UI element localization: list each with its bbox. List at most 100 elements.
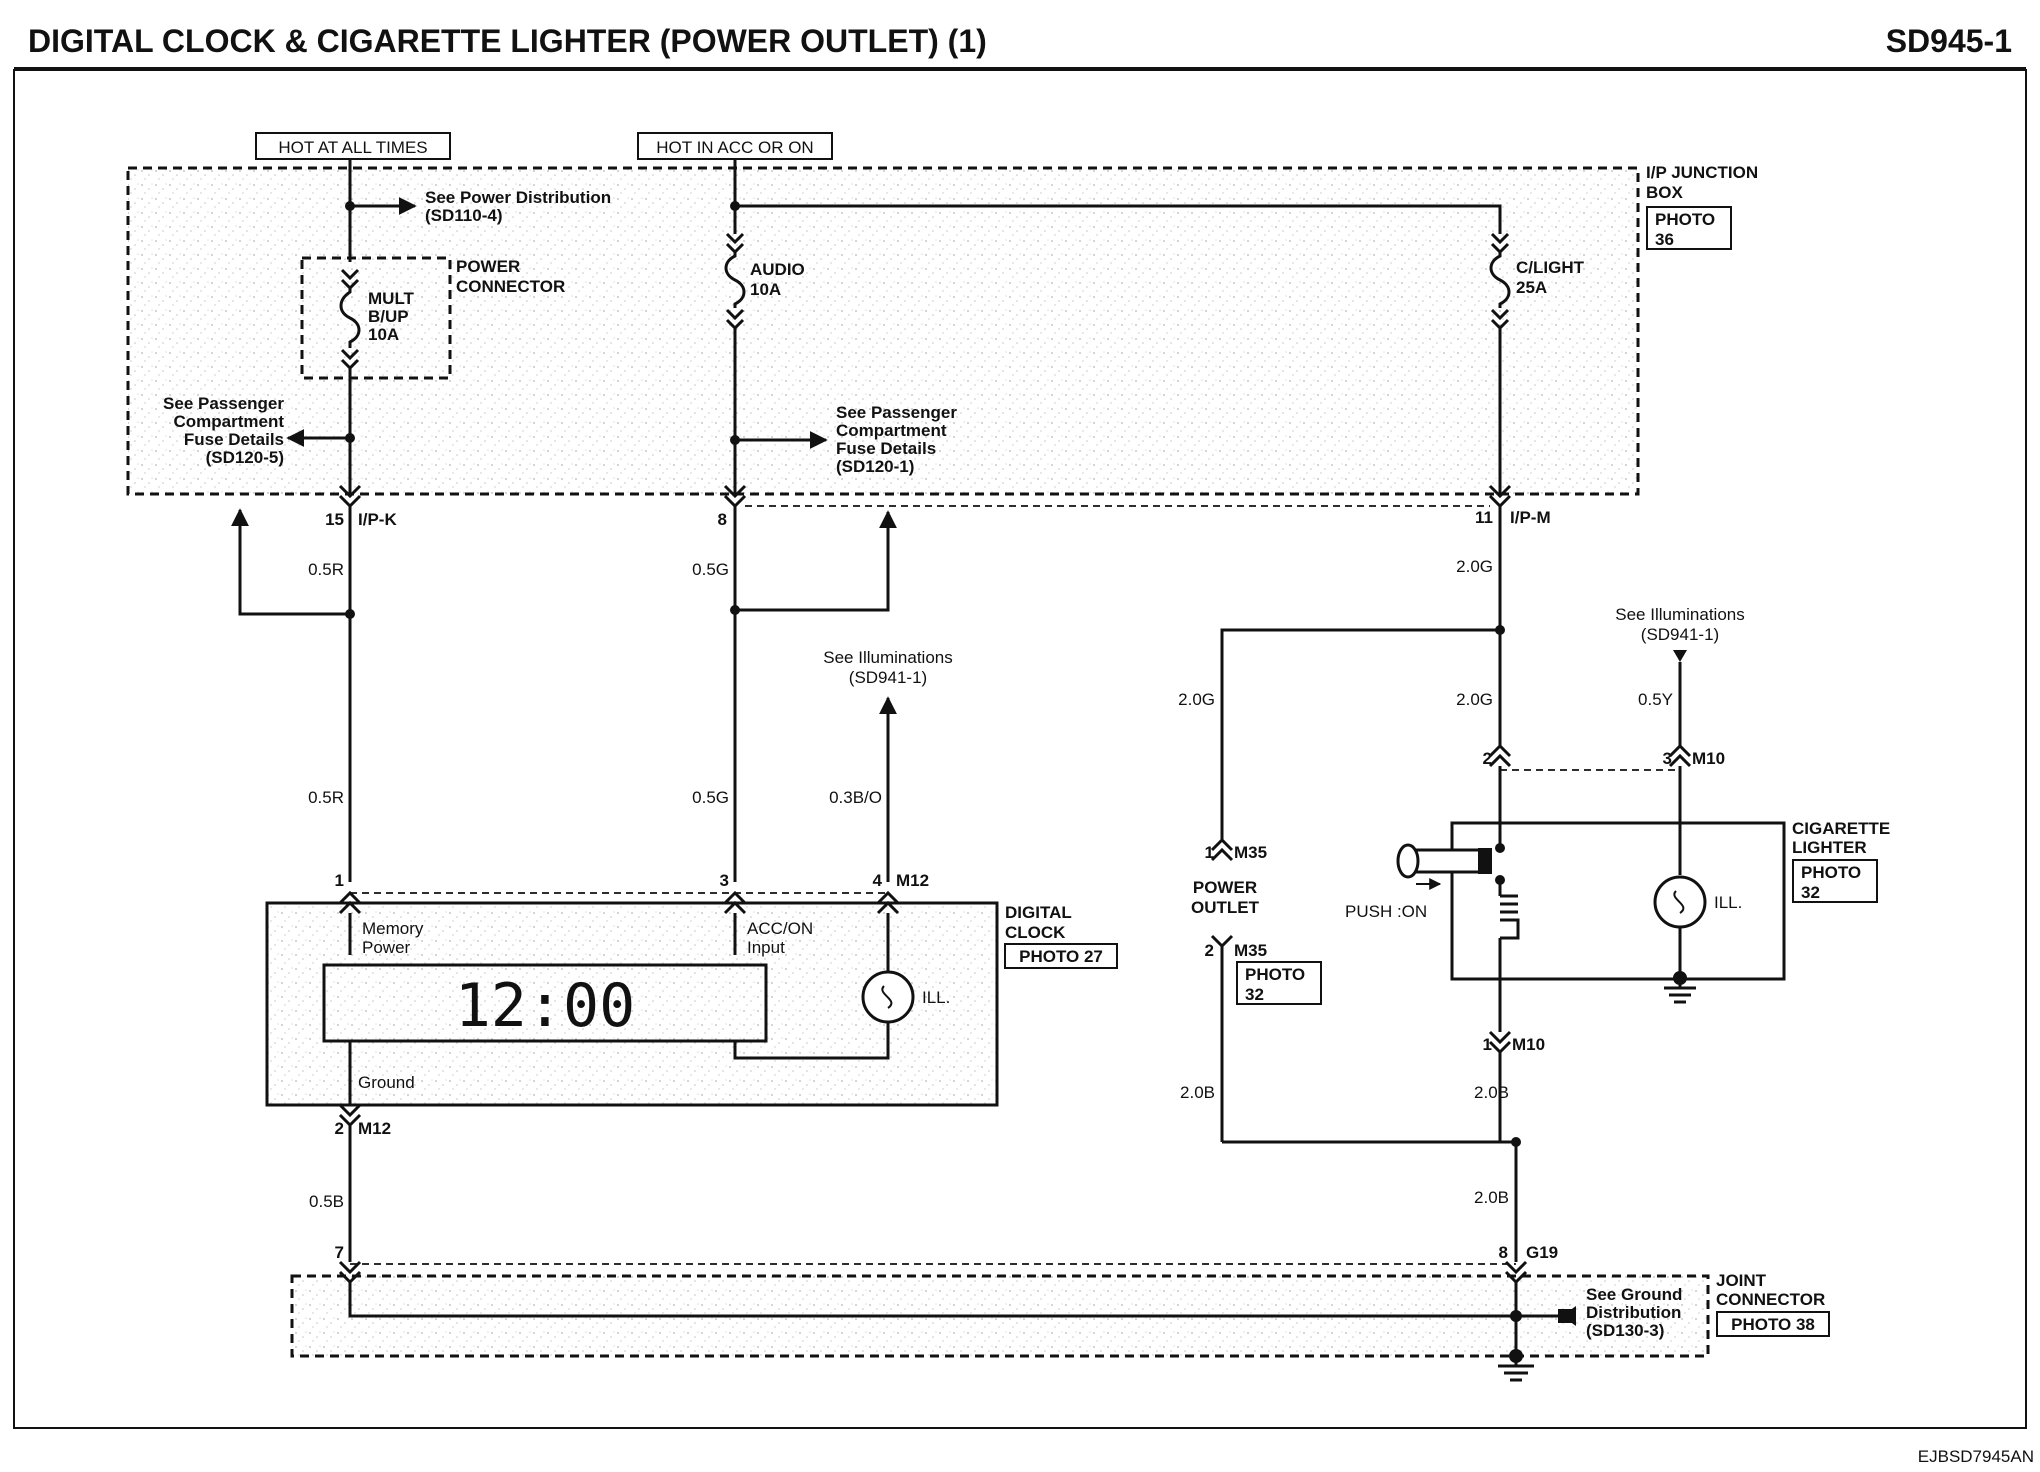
hot-all-times-label: HOT AT ALL TIMES [278, 138, 427, 157]
fuse-audio-rating: 10A [750, 280, 781, 299]
junction-box-photo: PHOTO [1655, 210, 1715, 229]
cigarette-lighter-name-2: LIGHTER [1792, 838, 1867, 857]
junction-box-photo-num: 36 [1655, 230, 1674, 249]
ground-dist-arrow-icon [1558, 1306, 1576, 1326]
fuse-audio-label: AUDIO [750, 260, 805, 279]
connector-m35-top-icon [1210, 837, 1234, 862]
clock-acc-input-label: ACC/ON [747, 919, 813, 938]
clock-display-shading [324, 965, 766, 1041]
cigarette-lighter-body [1450, 821, 1786, 981]
illum-lighter-ref: See Illuminations [1615, 605, 1744, 624]
connector-g19-label: G19 [1526, 1243, 1558, 1262]
lighter-plug-icon [1408, 848, 1482, 874]
digital-clock-photo-box [1004, 943, 1118, 969]
cigarette-lighter-photo-box [1792, 859, 1878, 903]
connector-ipk-label: I/P-K [358, 510, 397, 529]
power-outlet-photo: PHOTO [1245, 965, 1305, 984]
power-outlet-photo-num: 32 [1245, 985, 1264, 1004]
wire-20b-lighter: 2.0B [1474, 1083, 1509, 1102]
circuit-clock-illumination: See Illuminations (SD941-1) 0.3B/O [823, 648, 953, 882]
junction-box-label: I/P JUNCTION [1646, 163, 1758, 182]
power-outlet: 1 M35 POWER OUTLET 2 M35 PHOTO 32 2.0B [1180, 837, 1516, 1144]
cigarette-lighter: PUSH :ON ILL. CIGARETTE LIGHTER PHOTO 32 [1345, 819, 1890, 1004]
footer-ref: EJBSD7945AN [1918, 1447, 2034, 1466]
power-dist-ref: See Power Distribution [425, 188, 611, 207]
power-outlet-name-2: OUTLET [1191, 898, 1260, 917]
diagram-code: SD945-1 [1886, 23, 2012, 59]
digital-clock-photo: PHOTO 27 [1019, 947, 1103, 966]
lighter-ground-icon [1664, 978, 1696, 1004]
digital-clock-name-2: CLOCK [1005, 923, 1066, 942]
connector-m12-pin4: 4 [873, 871, 883, 890]
fuse-mult-rating: 10A [368, 325, 399, 344]
pass-fuse-right-ref-4: (SD120-1) [836, 457, 914, 476]
ground-dist-ref: See Ground [1586, 1285, 1682, 1304]
header: DIGITAL CLOCK & CIGARETTE LIGHTER (POWER… [14, 23, 2026, 71]
joint-connector-photo-box [1716, 1311, 1830, 1337]
wire-05r-upper: 0.5R [308, 560, 344, 579]
clock-memory-power-label-2: Power [362, 938, 411, 957]
junction-box-shading [128, 168, 1638, 494]
wire-20g-lighter: 2.0G [1456, 690, 1493, 709]
circuit-cigar-lighter: C/LIGHT 25A 11 I/P-M 2.0G 2.0G 2.0G See … [1178, 232, 1745, 875]
illum-lighter-ref-2: (SD941-1) [1641, 625, 1719, 644]
junction-box-label-2: BOX [1646, 183, 1684, 202]
fuse-mult-label-2: B/UP [368, 307, 409, 326]
pass-fuse-left-ref: See Passenger [163, 394, 284, 413]
pass-fuse-right-ref: See Passenger [836, 403, 957, 422]
joint-connector-name: JOINT [1716, 1271, 1767, 1290]
connector-m12-pin3-icon [723, 890, 747, 915]
connector-m10-pin2-icon [1488, 743, 1512, 768]
connector-m35-bottom-icon [1210, 934, 1234, 949]
wire-20b-outlet: 2.0B [1180, 1083, 1215, 1102]
hot-acc-on-label: HOT IN ACC OR ON [656, 138, 813, 157]
clock-ground-label: Ground [358, 1073, 415, 1092]
connector-m10-bottom-label: M10 [1512, 1035, 1545, 1054]
clock-acc-input-label-2: Input [747, 938, 785, 957]
lighter-heater-icon [1500, 894, 1520, 940]
connector-m12-pin2: 2 [335, 1119, 344, 1138]
connector-ipm-pin: 11 [1475, 508, 1493, 527]
pass-fuse-left-ref-3: Fuse Details [184, 430, 284, 449]
lighter-push-on-label: PUSH :ON [1345, 902, 1427, 921]
fuse-clight-label: C/LIGHT [1516, 258, 1585, 277]
connector-m12-bottom-label: M12 [358, 1119, 391, 1138]
connector-m35-top-label: M35 [1234, 843, 1267, 862]
clock-display-readout: 12:00 [455, 971, 636, 1041]
connector-m12-icon [338, 890, 362, 915]
connector-ipm-label: I/P-M [1510, 508, 1551, 527]
power-dist-ref-2: (SD110-4) [425, 206, 502, 225]
digital-clock-name: DIGITAL [1005, 903, 1072, 922]
pass-fuse-right-ref-2: Compartment [836, 421, 947, 440]
fuse-audio-icon [724, 232, 746, 331]
connector-m12-pin1: 1 [335, 871, 344, 890]
connector-m35-pin1: 1 [1205, 843, 1214, 862]
power-outlet-photo-box [1236, 961, 1322, 1005]
illum-clock-ref: See Illuminations [823, 648, 952, 667]
pass-fuse-right-ref-3: Fuse Details [836, 439, 936, 458]
chassis-ground-icon [1498, 1356, 1534, 1382]
wire-20g-upper: 2.0G [1456, 557, 1493, 576]
circuit-clock-ground: 2 M12 0.5B [309, 1103, 391, 1262]
connector-m12-label: M12 [896, 871, 929, 890]
connector-ipj-pin: 8 [718, 510, 727, 529]
connector-m10-pin3-icon [1668, 743, 1692, 768]
connector-m10-bottom-icon [1488, 1030, 1512, 1055]
junction-box-photo-box [1646, 206, 1732, 250]
wire-03bo: 0.3B/O [829, 788, 882, 807]
joint-connector-photo: PHOTO 38 [1731, 1315, 1815, 1334]
joint-connector-name-2: CONNECTOR [1716, 1290, 1825, 1309]
cigarette-lighter-name: CIGARETTE [1792, 819, 1890, 838]
illum-clock-ref-2: (SD941-1) [849, 668, 927, 687]
joint-connector-outline [290, 1274, 1710, 1358]
clock-display [322, 963, 768, 1043]
connector-m35-pin2: 2 [1205, 941, 1214, 960]
pass-fuse-left-ref-2: Compartment [173, 412, 284, 431]
splice-dot [1495, 843, 1505, 853]
power-connector-label-2: CONNECTOR [456, 277, 565, 296]
fuse-clight-rating: 25A [1516, 278, 1547, 297]
wire-05r-lower: 0.5R [308, 788, 344, 807]
wire-05y: 0.5Y [1638, 690, 1673, 709]
digital-clock: 1 3 4 M12 Memory Power ACC/ON Input 12:0… [265, 871, 1118, 1107]
